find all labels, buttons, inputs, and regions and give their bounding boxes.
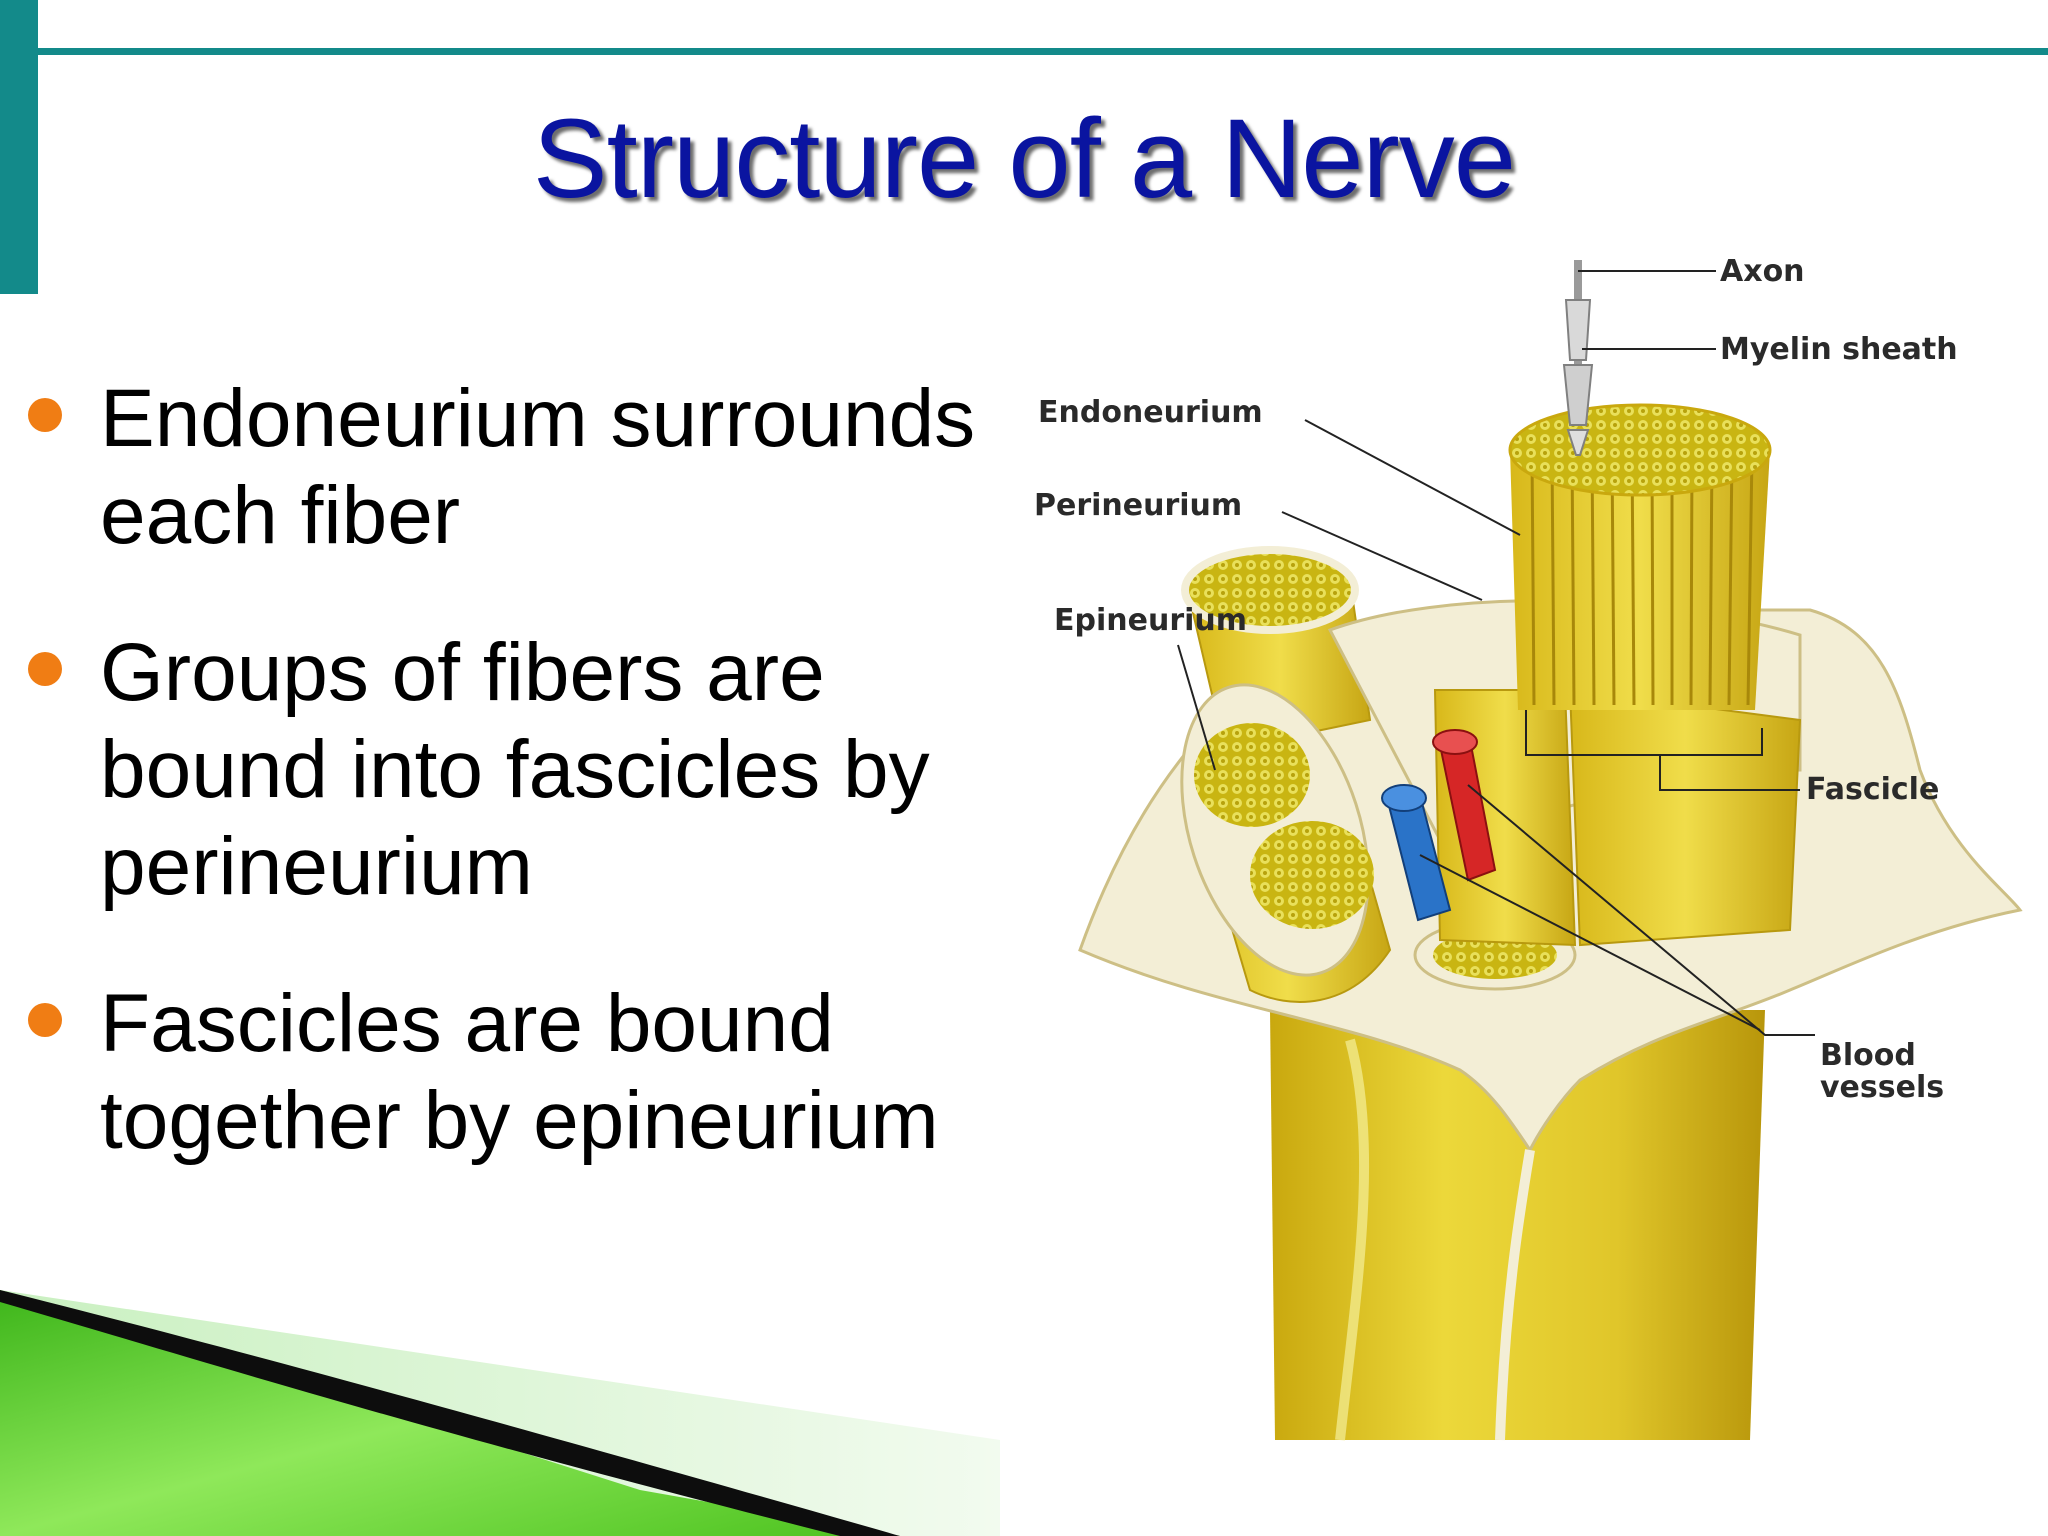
bullet-item: Endoneurium surrounds each fiber [24,370,984,564]
bullet-dot-icon [28,1003,62,1037]
label-fascicle: Fascicle [1806,772,1939,807]
label-blood-vessels-line1: Blood [1820,1038,1916,1073]
bullet-dot-icon [28,398,62,432]
bullet-text: Groups of fibers are bound into fascicle… [100,627,930,912]
slide-title: Structure of a Nerve [532,96,1516,221]
blood-vessels [1381,729,1497,922]
bullet-text: Fascicles are bound together by epineuri… [100,978,939,1166]
bullet-item: Fascicles are bound together by epineuri… [24,975,984,1169]
label-epineurium: Epineurium [1054,603,1247,638]
fascicle-left [1180,683,1392,1003]
label-axon: Axon [1720,254,1805,289]
bullet-dot-icon [28,652,62,686]
leader-lines [1177,270,1815,1036]
bullet-list: Endoneurium surrounds each fiber Groups … [24,370,984,1229]
bullet-text: Endoneurium surrounds each fiber [100,373,976,561]
label-perineurium: Perineurium [1034,488,1242,523]
nerve-diagram: Axon Myelin sheath Endoneurium Perineuri… [1034,254,2023,1441]
top-accent-bar [38,48,2048,55]
bullet-item: Groups of fibers are bound into fascicle… [24,624,984,915]
label-blood-vessels-line2: vessels [1820,1070,1944,1105]
axon-myelin [1562,260,1594,456]
label-myelin-sheath: Myelin sheath [1720,332,1958,367]
label-endoneurium: Endoneurium [1038,395,1263,430]
left-accent-bar [0,0,38,294]
nerve-fiber-bundle [1508,403,1772,710]
green-swoosh-decoration [0,1290,1000,1536]
